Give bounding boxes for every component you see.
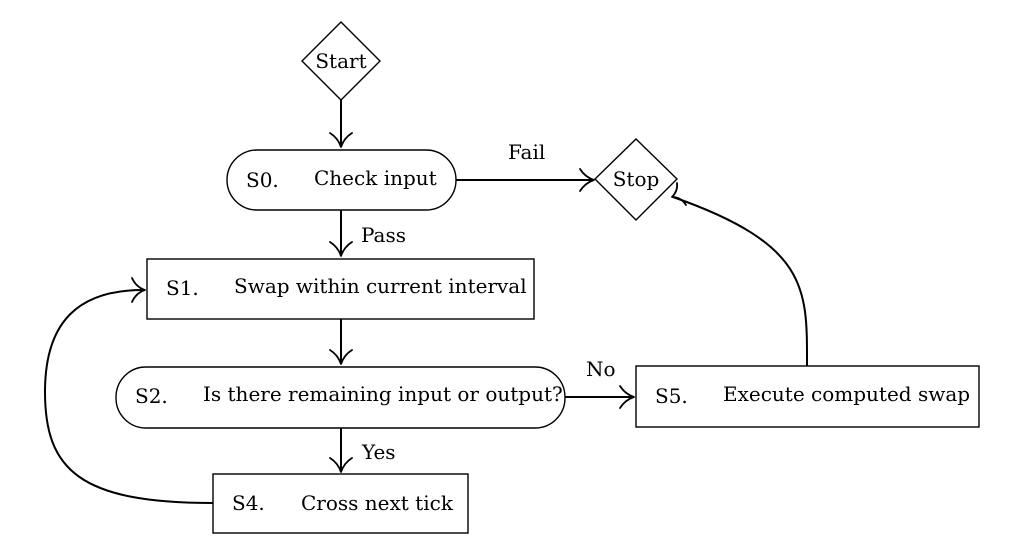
s0-node: S0. Check input: [226, 149, 457, 211]
s4-label: Cross next tick: [301, 491, 454, 515]
s1-node: S1. Swap within current interval: [146, 258, 535, 320]
edge-s5-to-stop: [671, 182, 809, 367]
edge-label-fail: Fail: [508, 140, 545, 164]
s5-step: S5.: [655, 384, 688, 408]
start-node: Start: [301, 21, 381, 101]
s1-step: S1.: [166, 276, 199, 300]
s2-label: Is there remaining input or output?: [203, 382, 563, 406]
edges: [43, 100, 809, 504]
s5-label: Execute computed swap: [723, 382, 970, 406]
edge-s0-to-s1: [329, 210, 353, 257]
s2-step: S2.: [135, 384, 168, 408]
edge-label-yes: Yes: [361, 440, 396, 464]
edge-label-pass: Pass: [361, 223, 406, 247]
s0-label: Check input: [314, 166, 437, 190]
edge-s2-to-s4: [329, 428, 353, 473]
stop-node: Stop: [594, 138, 678, 221]
edge-s4-to-s1-loop: [43, 277, 214, 504]
s1-label: Swap within current interval: [234, 274, 527, 298]
s4-step: S4.: [232, 491, 265, 515]
s2-node: S2. Is there remaining input or output?: [115, 366, 566, 429]
s4-node: S4. Cross next tick: [212, 473, 469, 534]
edge-s2-to-s5: [565, 385, 635, 409]
s0-step: S0.: [246, 168, 279, 192]
edge-s0-to-stop: [456, 168, 595, 192]
s5-node: S5. Execute computed swap: [635, 365, 980, 428]
edge-s1-to-s2: [329, 319, 353, 365]
stop-label: Stop: [613, 167, 660, 191]
edge-label-no: No: [586, 357, 616, 381]
start-label: Start: [315, 49, 366, 73]
edge-start-to-s0: [329, 100, 353, 148]
